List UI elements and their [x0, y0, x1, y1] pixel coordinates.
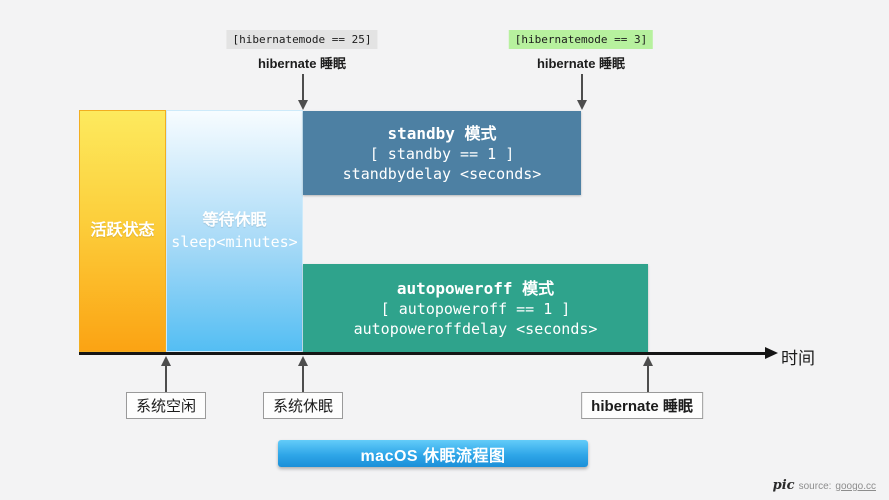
standby-delay-code: standbydelay <seconds>: [342, 164, 542, 183]
active-state-label: 活跃状态: [90, 222, 155, 239]
waiting-sleep-block: 等待休眠 sleep<minutes>: [166, 110, 303, 352]
standby-condition-code: [ standby == 1 ]: [369, 144, 515, 163]
hibernate-sleep-label-right: hibernate 睡眠: [536, 56, 626, 71]
diagram-title-banner: macOS 休眠流程图: [278, 440, 588, 467]
time-axis-label: 时间: [781, 349, 815, 368]
hibernatemode-25-condition: [hibernatemode == 25]: [226, 30, 378, 49]
sleep-minutes-code: sleep<minutes>: [171, 233, 298, 251]
autopoweroff-condition-code: [ autopoweroff == 1 ]: [380, 299, 571, 318]
time-axis-line: [79, 352, 767, 355]
pic-logo: pic: [772, 478, 795, 493]
hibernatemode-3-condition: [hibernatemode == 3]: [508, 30, 654, 49]
diagram-title: macOS 休眠流程图: [360, 447, 506, 465]
standby-mode-block: standby 模式 [ standby == 1 ] standbydelay…: [303, 111, 581, 195]
autopoweroff-mode-block: autopoweroff 模式 [ autopoweroff == 1 ] au…: [303, 264, 648, 352]
system-sleep-marker: 系统休眠: [262, 392, 344, 419]
source-credit: pic source: googo.cc: [773, 478, 876, 493]
source-label: source:: [798, 481, 832, 492]
hibernate-sleep-marker: hibernate 睡眠: [581, 392, 703, 419]
autopoweroff-delay-code: autopoweroffdelay <seconds>: [353, 319, 598, 338]
system-idle-marker: 系统空闲: [125, 392, 207, 419]
active-state-block: 活跃状态: [79, 110, 166, 352]
waiting-sleep-label: 等待休眠: [202, 212, 267, 229]
time-axis-arrowhead-icon: [765, 347, 778, 359]
standby-mode-title: standby 模式: [387, 123, 497, 143]
autopoweroff-mode-title: autopoweroff 模式: [396, 278, 555, 298]
source-link[interactable]: googo.cc: [835, 481, 876, 492]
hibernate-sleep-label-left: hibernate 睡眠: [257, 56, 347, 71]
